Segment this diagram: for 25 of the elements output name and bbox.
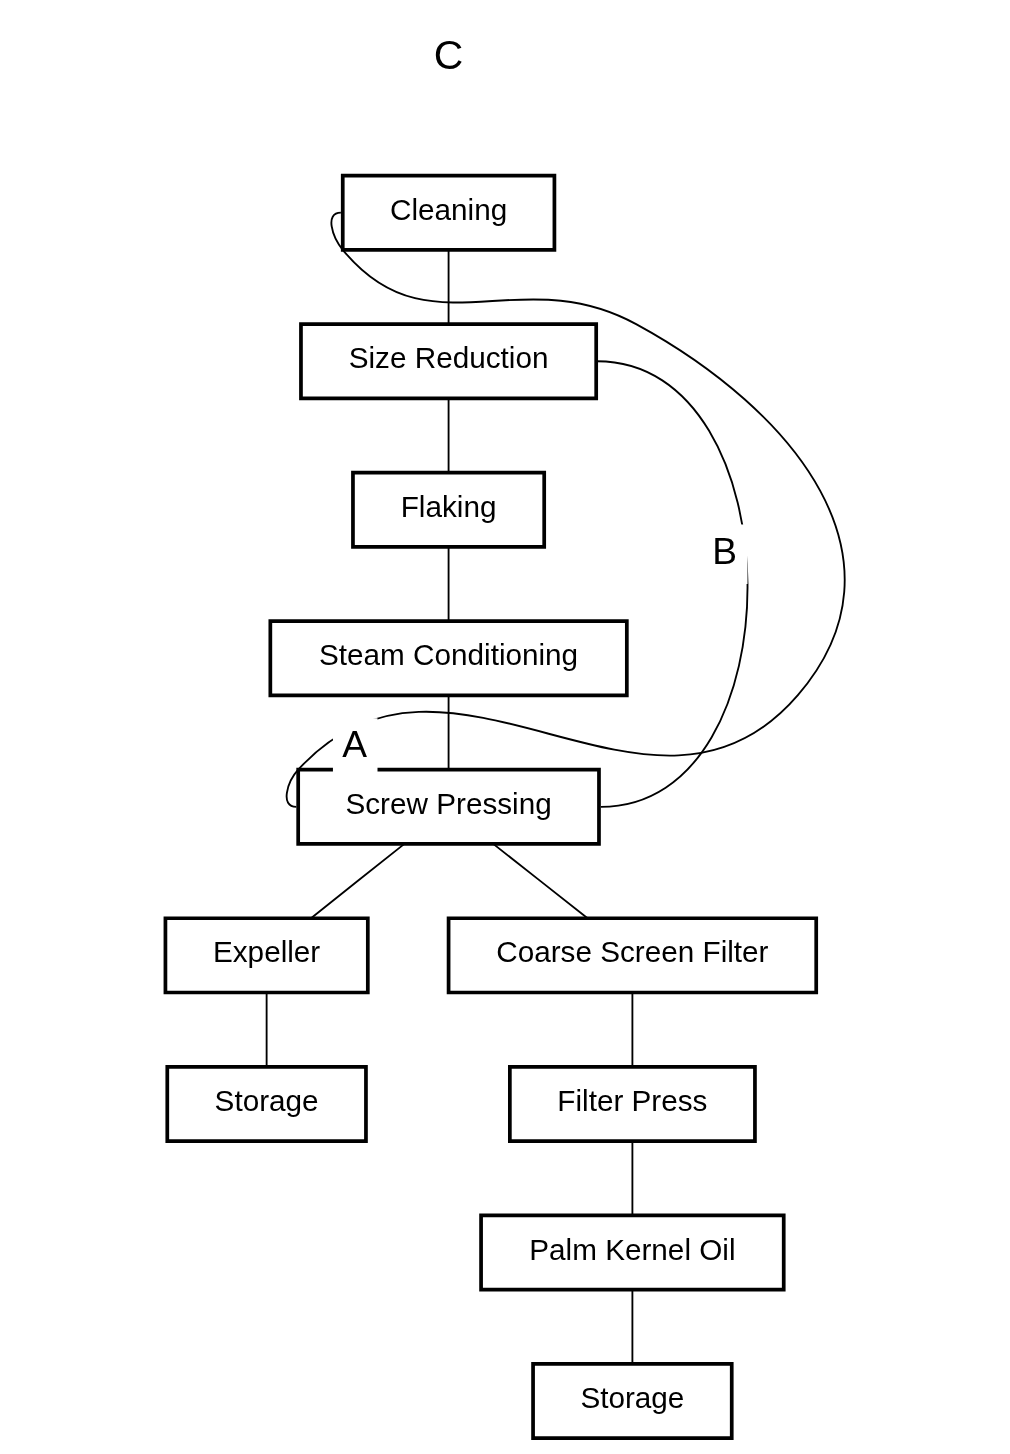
connector xyxy=(630,1140,633,1217)
connector xyxy=(492,843,588,919)
connector xyxy=(447,546,449,622)
connector xyxy=(447,695,449,771)
node-box: Palm Kernel Oil xyxy=(478,1213,786,1292)
connector xyxy=(447,249,449,325)
node-box: Filter Press xyxy=(507,1064,757,1143)
connector xyxy=(630,1289,633,1365)
connector xyxy=(309,843,405,919)
connector xyxy=(265,992,268,1068)
edge-label: B xyxy=(711,529,737,572)
node-box: Storage xyxy=(530,1362,734,1440)
node-box: Steam Conditioning xyxy=(267,619,629,698)
label: C xyxy=(433,31,463,78)
node-box: Screw Pressing xyxy=(295,767,601,846)
node-box: Expeller xyxy=(163,916,370,995)
node-box: Size Reduction xyxy=(298,322,598,401)
node-box: Cleaning xyxy=(340,173,556,252)
connector xyxy=(285,211,845,808)
node-box: Storage xyxy=(164,1064,368,1143)
node-box: Flaking xyxy=(350,470,546,549)
connector xyxy=(630,992,633,1068)
connector xyxy=(447,397,449,474)
edge-label: A xyxy=(341,723,367,766)
node-box: Coarse Screen Filter xyxy=(446,916,818,995)
